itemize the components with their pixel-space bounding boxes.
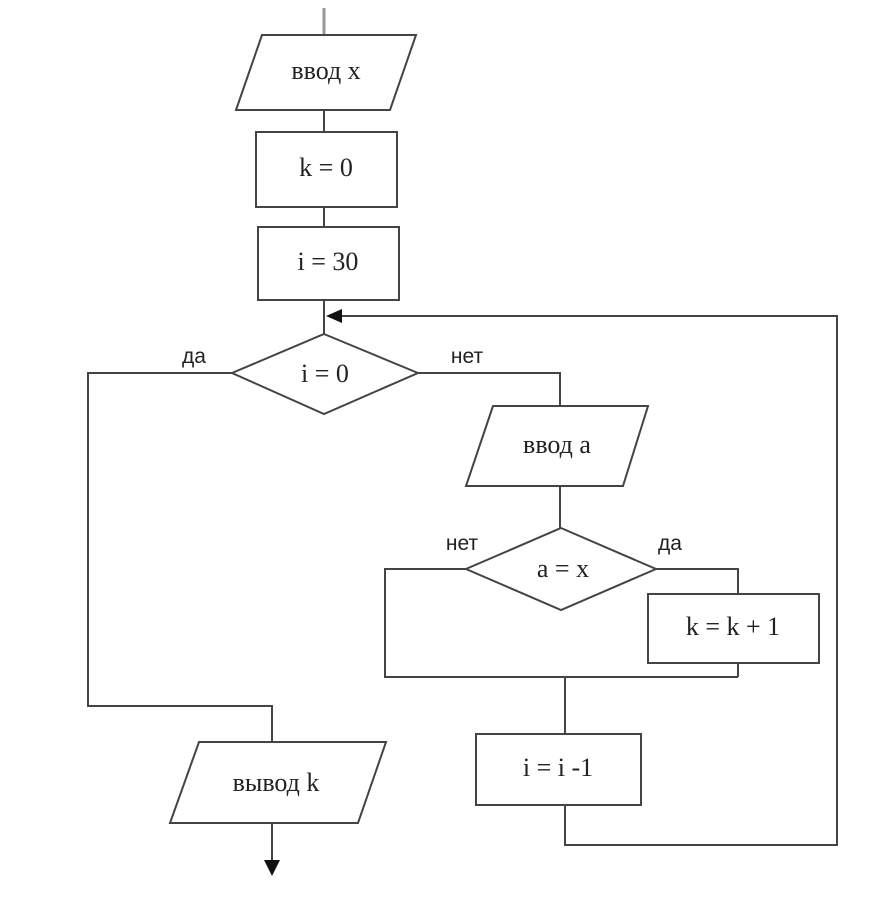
inc-k-block: k = k + 1 [647, 593, 820, 664]
cond-i-block: i = 0 [229, 332, 421, 416]
cond-i-label: i = 0 [301, 359, 349, 388]
cond-a-yes-label: да [658, 532, 682, 555]
loop-back-line [340, 315, 838, 846]
dec-i-shape [475, 733, 642, 806]
end-arrow-head [264, 860, 280, 876]
input-x-label: ввод x [291, 56, 360, 85]
cond-a-shape [463, 526, 659, 612]
input-x-block: ввод x [234, 34, 418, 111]
cond-i-no-label: нет [451, 345, 484, 368]
output-k-label: вывод k [233, 768, 320, 797]
input-a-block: ввод a [464, 405, 650, 487]
cond-a-yes-line [656, 568, 739, 594]
inc-k-shape [647, 593, 820, 664]
init-k-shape [255, 131, 398, 208]
no-branch-line [418, 372, 561, 406]
cond-a-block: a = x [463, 526, 659, 612]
init-k-label: k = 0 [299, 153, 353, 182]
inc-k-label: k = k + 1 [686, 612, 780, 641]
input-a-label: ввод a [523, 430, 591, 459]
input-a-shape [464, 405, 650, 487]
cond-a-label: a = x [537, 554, 589, 583]
cond-i-yes-label: да [182, 345, 206, 368]
input-x-shape [234, 34, 418, 111]
init-i-label: i = 30 [298, 247, 359, 276]
cond-a-no-label: нет [446, 532, 479, 555]
dec-i-label: i = i -1 [523, 753, 593, 782]
init-i-block: i = 30 [257, 226, 400, 301]
yes-branch-line [87, 372, 273, 742]
cond-i-shape [229, 332, 421, 416]
loop-arrow-head [326, 309, 342, 323]
dec-i-block: i = i -1 [475, 733, 642, 806]
init-i-shape [257, 226, 400, 301]
output-k-shape [168, 741, 388, 824]
init-k-block: k = 0 [255, 131, 398, 208]
cond-a-no-line [384, 568, 738, 678]
output-k-block: вывод k [168, 741, 388, 824]
